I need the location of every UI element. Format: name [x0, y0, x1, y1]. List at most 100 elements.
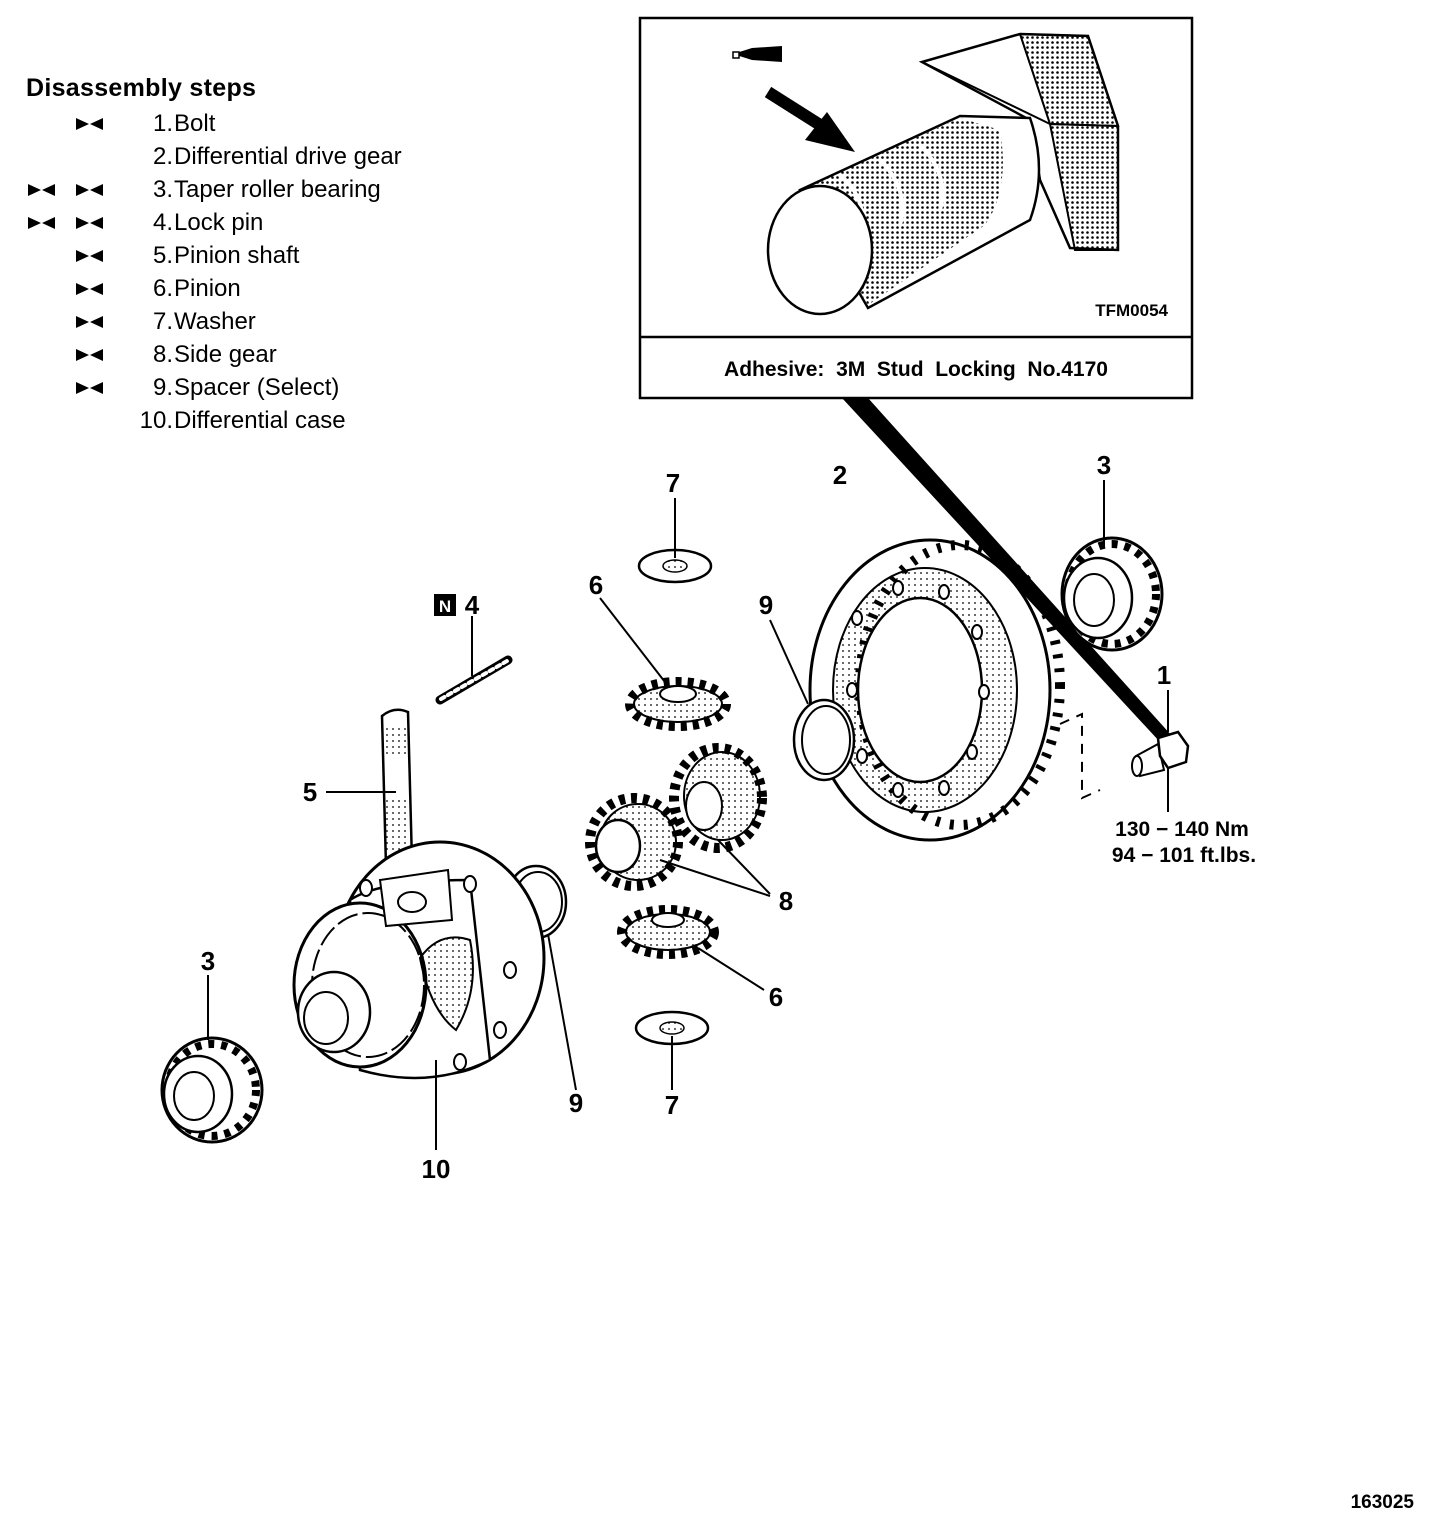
step-marks [26, 107, 126, 140]
arrow-left-icon [90, 184, 103, 196]
step-marks [26, 239, 126, 272]
step-number: 3. [152, 176, 173, 203]
arrow-left-icon [90, 382, 103, 394]
step-number: 10. [139, 407, 173, 434]
bearing-left-part [160, 1036, 264, 1144]
step-marks [26, 338, 126, 371]
arrow-left-icon [90, 349, 103, 361]
step-number: 5. [152, 242, 173, 269]
arrow-right-icon [76, 283, 89, 295]
step-label: Differential case [174, 407, 346, 434]
pinion-top-part [599, 597, 731, 731]
step-label: Lock pin [174, 209, 264, 236]
arrow-right-icon [76, 184, 89, 196]
step-number: 2. [152, 143, 173, 170]
callout-6-top: 6 [589, 570, 603, 600]
washer-top-part [637, 498, 713, 584]
step-label: Spacer (Select) [174, 374, 340, 401]
application-arrow-icon [764, 86, 855, 152]
arrow-left-icon [90, 118, 103, 130]
step-label: Pinion shaft [174, 242, 300, 269]
step-row: 2.Differential drive gear [26, 140, 402, 173]
arrow-left-icon [90, 217, 103, 229]
svg-text:N: N [439, 597, 451, 616]
arrow-left-icon [90, 316, 103, 328]
washer-bottom-part [634, 1010, 710, 1090]
step-row: 7.Washer [26, 305, 256, 338]
inset-code: TFM0054 [1095, 301, 1168, 320]
drive-gear-part [808, 538, 1065, 842]
arrow-left-icon [90, 250, 103, 262]
step-label: Side gear [174, 341, 277, 368]
arrow-right-icon [76, 382, 89, 394]
step-number: 7. [152, 308, 173, 335]
callout-8: 8 [779, 886, 793, 916]
callout-7-bottom: 7 [665, 1090, 679, 1120]
lock-pin-part [435, 616, 513, 705]
step-number: 8. [152, 341, 173, 368]
step-row: 9.Spacer (Select) [26, 371, 339, 404]
arrow-right-icon [76, 349, 89, 361]
side-gear-right-part [669, 743, 767, 853]
step-number: 6. [152, 275, 173, 302]
threaded-bolt-illustration [766, 32, 1120, 316]
steps-title: Disassembly steps [26, 74, 257, 102]
torque-imperial: 94 − 101 ft.lbs. [1112, 844, 1256, 867]
adhesive-tube-icon [732, 46, 782, 62]
step-marks [26, 371, 126, 404]
step-label: Taper roller bearing [174, 176, 381, 203]
step-number: 4. [152, 209, 173, 236]
adhesive-inset: TFM0054 Adhesive: 3M Stud Locking No.417… [638, 16, 1194, 400]
bearing-right-part [1060, 536, 1164, 652]
step-number: 1. [152, 110, 173, 137]
step-label: Washer [174, 308, 256, 335]
callout-10: 10 [422, 1154, 451, 1184]
gear-bolt-holes [846, 580, 990, 798]
arrow-left-icon [90, 283, 103, 295]
adhesive-label: Adhesive: 3M Stud Locking No.4170 [724, 358, 1108, 381]
arrow-left-icon [42, 184, 55, 196]
arrow-right-icon [76, 118, 89, 130]
step-label: Differential drive gear [174, 143, 402, 170]
callout-1: 1 [1157, 660, 1171, 690]
step-marks [26, 173, 126, 206]
side-gear-left-part [585, 793, 683, 891]
callout-2: 2 [833, 460, 847, 490]
arrow-right-icon [76, 217, 89, 229]
step-marks [26, 206, 126, 239]
inset-leader [842, 398, 1172, 742]
callout-3-left: 3 [201, 946, 215, 976]
pinion-shaft-part [326, 708, 414, 870]
step-marks [26, 272, 126, 305]
callout-5: 5 [303, 777, 317, 807]
step-marks [26, 305, 126, 338]
step-row: 1.Bolt [26, 107, 256, 140]
spacer-right-part [769, 619, 856, 782]
arrow-right-icon [76, 316, 89, 328]
new-part-badge: N [434, 594, 456, 616]
bolt-alignment-dash [1059, 712, 1101, 800]
arrow-right-icon [76, 250, 89, 262]
step-row: 10.Differential case [26, 404, 346, 437]
step-row: 8.Side gear [26, 338, 277, 371]
callout-4: 4 [465, 590, 480, 620]
step-label: Bolt [174, 110, 216, 137]
callout-6-bottom: 6 [769, 982, 783, 1012]
step-row: 6.Pinion [26, 272, 256, 305]
arrow-right-icon [28, 184, 41, 196]
figure-id: 163025 [1351, 1492, 1415, 1513]
step-row: 5.Pinion shaft [26, 239, 299, 272]
differential-case-part [292, 840, 546, 1150]
callout-9-left: 9 [569, 1088, 583, 1118]
pinion-bottom-part [617, 905, 765, 991]
callout-7-top: 7 [666, 468, 680, 498]
callout-9-right: 9 [759, 590, 773, 620]
callout-3-right: 3 [1097, 450, 1111, 480]
arrow-left-icon [42, 217, 55, 229]
step-label: Pinion [174, 275, 241, 302]
step-row: 4.Lock pin [26, 206, 263, 239]
arrow-right-icon [28, 217, 41, 229]
